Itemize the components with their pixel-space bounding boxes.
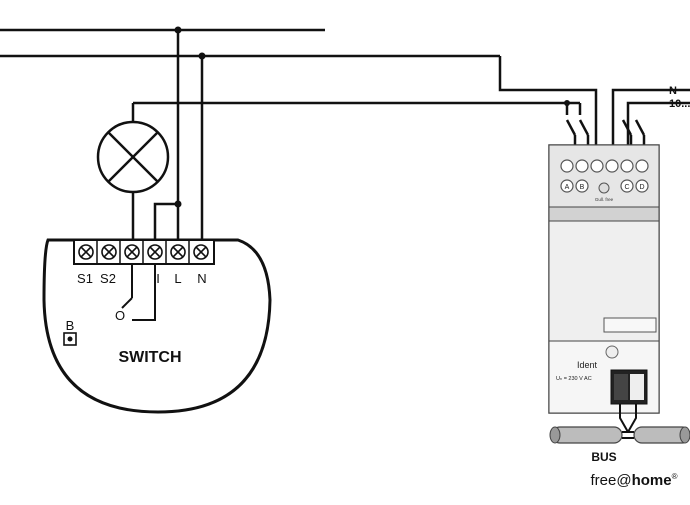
supply-line-2-drop — [498, 56, 598, 145]
bus-label: BUS — [591, 450, 616, 464]
terminal-block — [73, 239, 215, 265]
brand-bold: home — [632, 472, 672, 489]
switch-title: SWITCH — [118, 349, 181, 366]
terminal-label-i2: I — [156, 271, 160, 286]
line-label-10: 10... — [669, 98, 690, 110]
brand-small: Gull. free — [595, 197, 614, 202]
dial-icon — [598, 182, 610, 194]
lamp-icon — [96, 120, 170, 194]
contact-b-blade — [578, 119, 590, 136]
button-label: B — [66, 318, 75, 333]
rating-label: Uₙ = 230 V AC — [556, 376, 592, 382]
contact-a-blade — [565, 119, 577, 136]
n-line — [611, 88, 690, 145]
terminal-screws — [78, 244, 209, 260]
terminal-label-l: L — [174, 271, 181, 286]
brand-reg: ® — [672, 472, 678, 481]
terminal-label-i1: I — [130, 271, 134, 286]
line-label-n: N — [669, 85, 677, 97]
input-label-c: C — [624, 184, 629, 191]
switch-module-body — [42, 238, 272, 414]
brand-logo: free@home® — [591, 472, 678, 489]
ident-label: Ident — [577, 360, 598, 370]
actuator-device: A B C D Gull. free Ident Uₙ = 230 V AC — [548, 144, 660, 414]
contact-d-blade — [634, 119, 646, 136]
i-wire — [153, 202, 178, 242]
terminal-label-s2: S2 — [100, 271, 116, 286]
ident-led — [605, 345, 619, 359]
terminal-label-n: N — [197, 271, 206, 286]
contact-label: O — [115, 308, 125, 323]
terminal-label-s1: S1 — [77, 271, 93, 286]
contact-c-blade — [621, 119, 633, 136]
input-label-d: D — [639, 184, 644, 191]
input-label-a: A — [565, 184, 570, 191]
input-label-b: B — [580, 184, 585, 191]
bus-cable — [549, 404, 690, 444]
internal-contact — [121, 264, 156, 321]
brand-prefix: free@ — [591, 472, 632, 489]
